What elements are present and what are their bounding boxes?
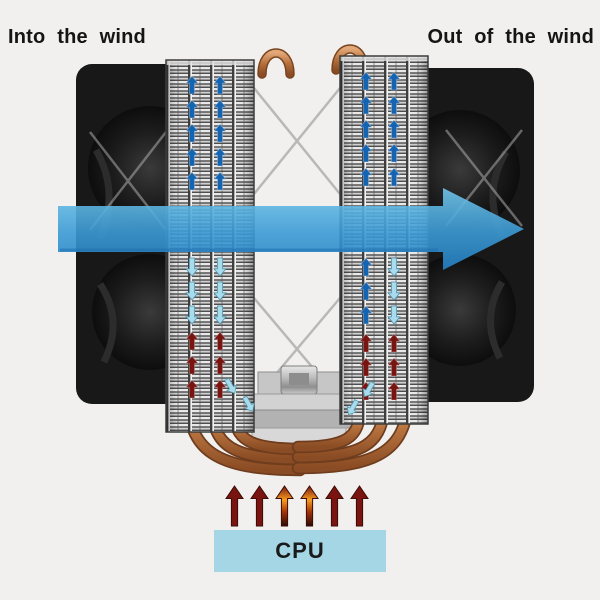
flame-arrow-icon bbox=[275, 485, 294, 527]
flame-arrow-icon bbox=[300, 485, 319, 527]
flame-arrow-icon bbox=[350, 485, 369, 527]
fan-blade bbox=[487, 280, 506, 360]
flame-arrow-icon bbox=[250, 485, 269, 527]
cpu-label: CPU bbox=[275, 538, 325, 563]
right-fan bbox=[400, 68, 534, 402]
fan-blade bbox=[97, 282, 117, 364]
cpu-box: CPU bbox=[214, 530, 386, 572]
cooler-base bbox=[245, 365, 353, 447]
into-the-wind-label: Into the wind bbox=[8, 26, 146, 48]
cpu-heat-arrows bbox=[225, 485, 369, 527]
main-airflow-arrow bbox=[58, 188, 524, 270]
flame-arrow-icon bbox=[325, 485, 344, 527]
out-of-the-wind-label: Out of the wind bbox=[427, 26, 594, 48]
flame-arrow-icon bbox=[225, 485, 244, 527]
